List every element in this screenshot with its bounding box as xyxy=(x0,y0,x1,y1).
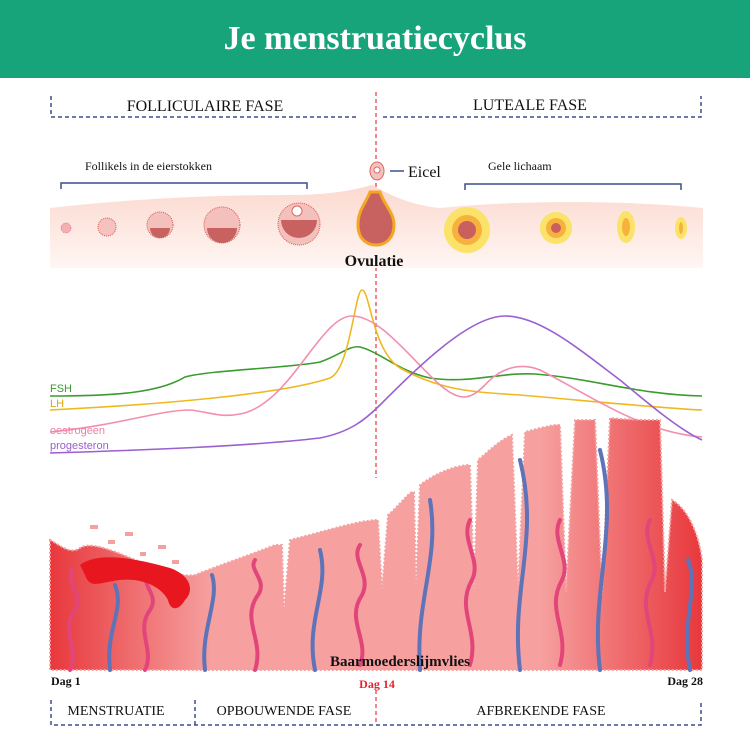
phase-follicular: FOLLICULAIRE FASE xyxy=(127,98,284,115)
follicles-label: Follikels in de eierstokken xyxy=(85,159,212,173)
hormone-legend: FSH LH oestrogeen progesteron xyxy=(50,383,109,452)
endometrium-label: Baarmoederslijmvlies xyxy=(330,654,470,670)
day-28-label: Dag 28 xyxy=(667,674,703,688)
egg-label: Eicel xyxy=(408,164,441,181)
legend-progesteron: progesteron xyxy=(50,440,109,452)
legend-fsh: FSH xyxy=(50,383,72,395)
ovulation-label: Ovulatie xyxy=(345,253,404,270)
phase-proliferative: OPBOUWENDE FASE xyxy=(217,704,352,719)
follicles xyxy=(60,190,396,247)
legend-oestrogeen: oestrogeen xyxy=(50,425,105,437)
corpus-luteum-label: Gele lichaam xyxy=(488,159,552,173)
progesteron-curve xyxy=(49,315,703,454)
phase-menstruation: MENSTRUATIE xyxy=(67,704,164,719)
top-phase-brackets xyxy=(50,96,702,118)
egg-icon xyxy=(369,161,404,181)
blood-vessels xyxy=(67,448,694,672)
corpus-luteum xyxy=(444,207,687,253)
bottom-phase-brackets xyxy=(50,700,702,726)
corpus-luteum-bracket xyxy=(464,183,682,190)
page-title: Je menstruatiecyclus xyxy=(223,20,527,57)
header-banner: Je menstruatiecyclus xyxy=(0,0,750,78)
day-14-label: Dag 14 xyxy=(359,677,395,691)
phase-luteal: LUTEALE FASE xyxy=(473,97,587,114)
menstrual-bleeding xyxy=(80,525,190,609)
phase-secretory: AFBREKENDE FASE xyxy=(476,704,605,719)
hormone-curves xyxy=(49,289,703,454)
legend-lh: LH xyxy=(50,398,64,410)
follicles-bracket xyxy=(60,182,308,189)
lh-curve xyxy=(49,289,703,411)
oestrogeen-curve xyxy=(49,315,703,438)
fsh-curve xyxy=(49,345,703,397)
day-1-label: Dag 1 xyxy=(51,674,81,688)
